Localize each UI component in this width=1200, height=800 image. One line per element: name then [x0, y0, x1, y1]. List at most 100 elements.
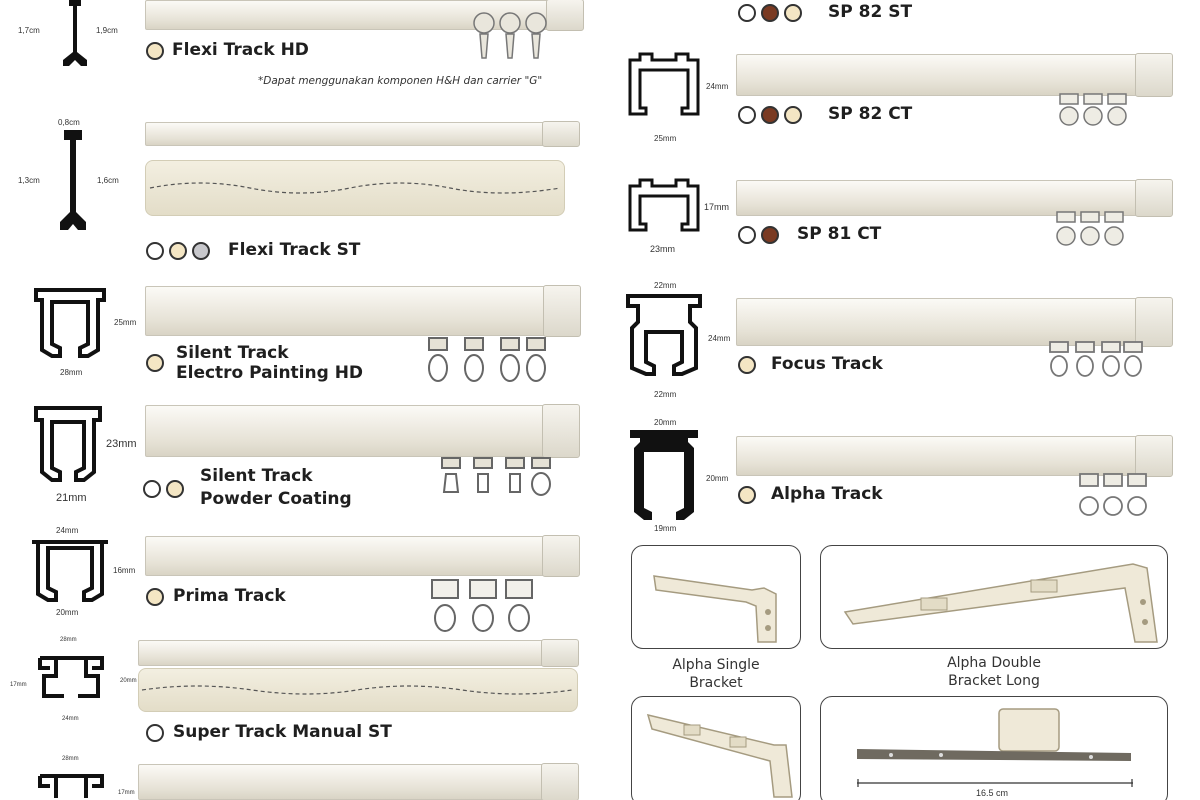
- curtain-tape-image: [138, 668, 578, 712]
- sp81ct-runners-icon: [1056, 211, 1124, 246]
- dim-label: 20mm: [56, 608, 79, 617]
- dim-label: 23mm: [650, 244, 676, 254]
- swatch-cream[interactable]: [146, 42, 164, 60]
- swatch-cream[interactable]: [738, 356, 756, 374]
- bracket-caption-line2: Bracket: [689, 675, 743, 691]
- sp82ct-profile-icon: [628, 52, 700, 116]
- product-name: Focus Track: [771, 354, 883, 374]
- prima-swatches: [146, 588, 164, 606]
- dim-label: 24mm: [62, 716, 79, 722]
- silent-pc-rail: [145, 404, 580, 458]
- dim-label: 24mm: [56, 526, 79, 535]
- silent-ep-profile-icon: [34, 288, 106, 358]
- dim-label: 17mm: [10, 682, 27, 688]
- focus-swatches: [738, 356, 756, 374]
- swatch-white[interactable]: [738, 226, 756, 244]
- dim-label: 24mm: [708, 334, 731, 343]
- sp82st-swatches: [738, 4, 802, 22]
- super-track-swatches: [146, 724, 164, 742]
- single-bracket-image: [653, 575, 777, 643]
- product-name: Prima Track: [173, 586, 286, 606]
- dim-label: 1,6cm: [97, 176, 119, 185]
- flexi-st-swatches: [146, 242, 210, 260]
- dim-label: 20mm: [706, 474, 729, 483]
- super-track-rail: [138, 639, 579, 667]
- product-name: Flexi Track ST: [228, 240, 361, 260]
- alpha-double-bracket-card[interactable]: [820, 545, 1168, 649]
- bracket-card-3[interactable]: [631, 696, 801, 800]
- measure-line-icon: [857, 779, 1133, 787]
- dim-label: 23mm: [106, 438, 137, 450]
- product-name-line1: Silent Track: [176, 343, 289, 363]
- product-name-line2: Electro Painting HD: [176, 363, 364, 383]
- swatch-brown[interactable]: [761, 4, 779, 22]
- sp82ct-runners-icon: [1059, 93, 1127, 126]
- swatch-cream[interactable]: [784, 4, 802, 22]
- product-name: Flexi Track HD: [172, 40, 309, 60]
- prima-profile-icon: [32, 540, 108, 602]
- product-name: Super Track Manual ST: [173, 722, 392, 742]
- flexi-st-profile-icon: [60, 130, 86, 230]
- flexi-hd-swatches: [146, 42, 164, 60]
- dim-label: 1,3cm: [18, 176, 40, 185]
- swatch-white[interactable]: [146, 724, 164, 742]
- sp81ct-rail: [736, 179, 1173, 217]
- bracket-image: [646, 713, 793, 798]
- dim-label: 1,9cm: [96, 26, 118, 35]
- swatch-cream[interactable]: [169, 242, 187, 260]
- swatch-cream[interactable]: [738, 486, 756, 504]
- dim-label: 28mm: [60, 637, 77, 643]
- alpha-single-bracket-card[interactable]: [631, 545, 801, 649]
- product-name: SP 82 ST: [828, 2, 913, 22]
- product-name: SP 82 CT: [828, 104, 913, 124]
- curtain-tape-image: [145, 160, 565, 216]
- silent-ep-rail: [145, 285, 581, 337]
- bracket-card-4[interactable]: [820, 696, 1168, 800]
- alpha-rail: [736, 435, 1173, 477]
- swatch-white[interactable]: [143, 480, 161, 498]
- flexi-hd-profile-icon: [63, 0, 87, 66]
- sp81ct-swatches: [738, 226, 779, 244]
- alpha-runners-icon: [1079, 473, 1147, 516]
- dim-label: 20mm: [654, 418, 677, 427]
- swatch-brown[interactable]: [761, 106, 779, 124]
- swatch-white[interactable]: [738, 4, 756, 22]
- product-name: SP 81 CT: [797, 224, 882, 244]
- dim-label: 25mm: [114, 318, 137, 327]
- dim-label: 24mm: [706, 82, 729, 91]
- swatch-white[interactable]: [738, 106, 756, 124]
- swatch-grey[interactable]: [192, 242, 210, 260]
- flexi-hd-runners-icon: [473, 12, 547, 59]
- sp81ct-profile-icon: [628, 178, 700, 232]
- dim-label: 22mm: [654, 281, 677, 290]
- product-name-line1: Silent Track: [200, 466, 313, 486]
- dim-label: 16mm: [113, 566, 136, 575]
- sp82ct-rail: [736, 53, 1173, 97]
- flexi-st-rail: [145, 121, 580, 147]
- footnote: *Dapat menggunakan komponen H&H dan carr…: [258, 75, 543, 87]
- swatch-cream[interactable]: [146, 354, 164, 372]
- focus-runners-icon: [1049, 341, 1143, 377]
- swatch-cream[interactable]: [146, 588, 164, 606]
- double-bracket-image: [843, 563, 1158, 643]
- silent-pc-profile-icon: [34, 406, 102, 482]
- silent-ep-runners-icon: [428, 337, 546, 382]
- prima-rail: [145, 535, 580, 577]
- dim-label: 17mm: [118, 790, 135, 796]
- product-name: Alpha Track: [771, 484, 883, 504]
- swatch-cream[interactable]: [166, 480, 184, 498]
- wave-stitch-icon: [141, 685, 573, 695]
- swatch-cream[interactable]: [784, 106, 802, 124]
- dim-label: 1,7cm: [18, 26, 40, 35]
- silent-ep-swatches: [146, 354, 164, 372]
- sp82ct-swatches: [738, 106, 802, 124]
- measure-label: 16.5 cm: [976, 788, 1009, 798]
- wave-stitch-icon: [149, 182, 561, 194]
- alpha-profile-icon: [630, 430, 698, 520]
- silent-pc-runners-icon: [441, 457, 551, 496]
- dim-label: 20mm: [120, 678, 137, 684]
- swatch-white[interactable]: [146, 242, 164, 260]
- partial-rail: [138, 763, 579, 800]
- swatch-brown[interactable]: [761, 226, 779, 244]
- bracket-caption-line1: Alpha Double: [947, 655, 1041, 671]
